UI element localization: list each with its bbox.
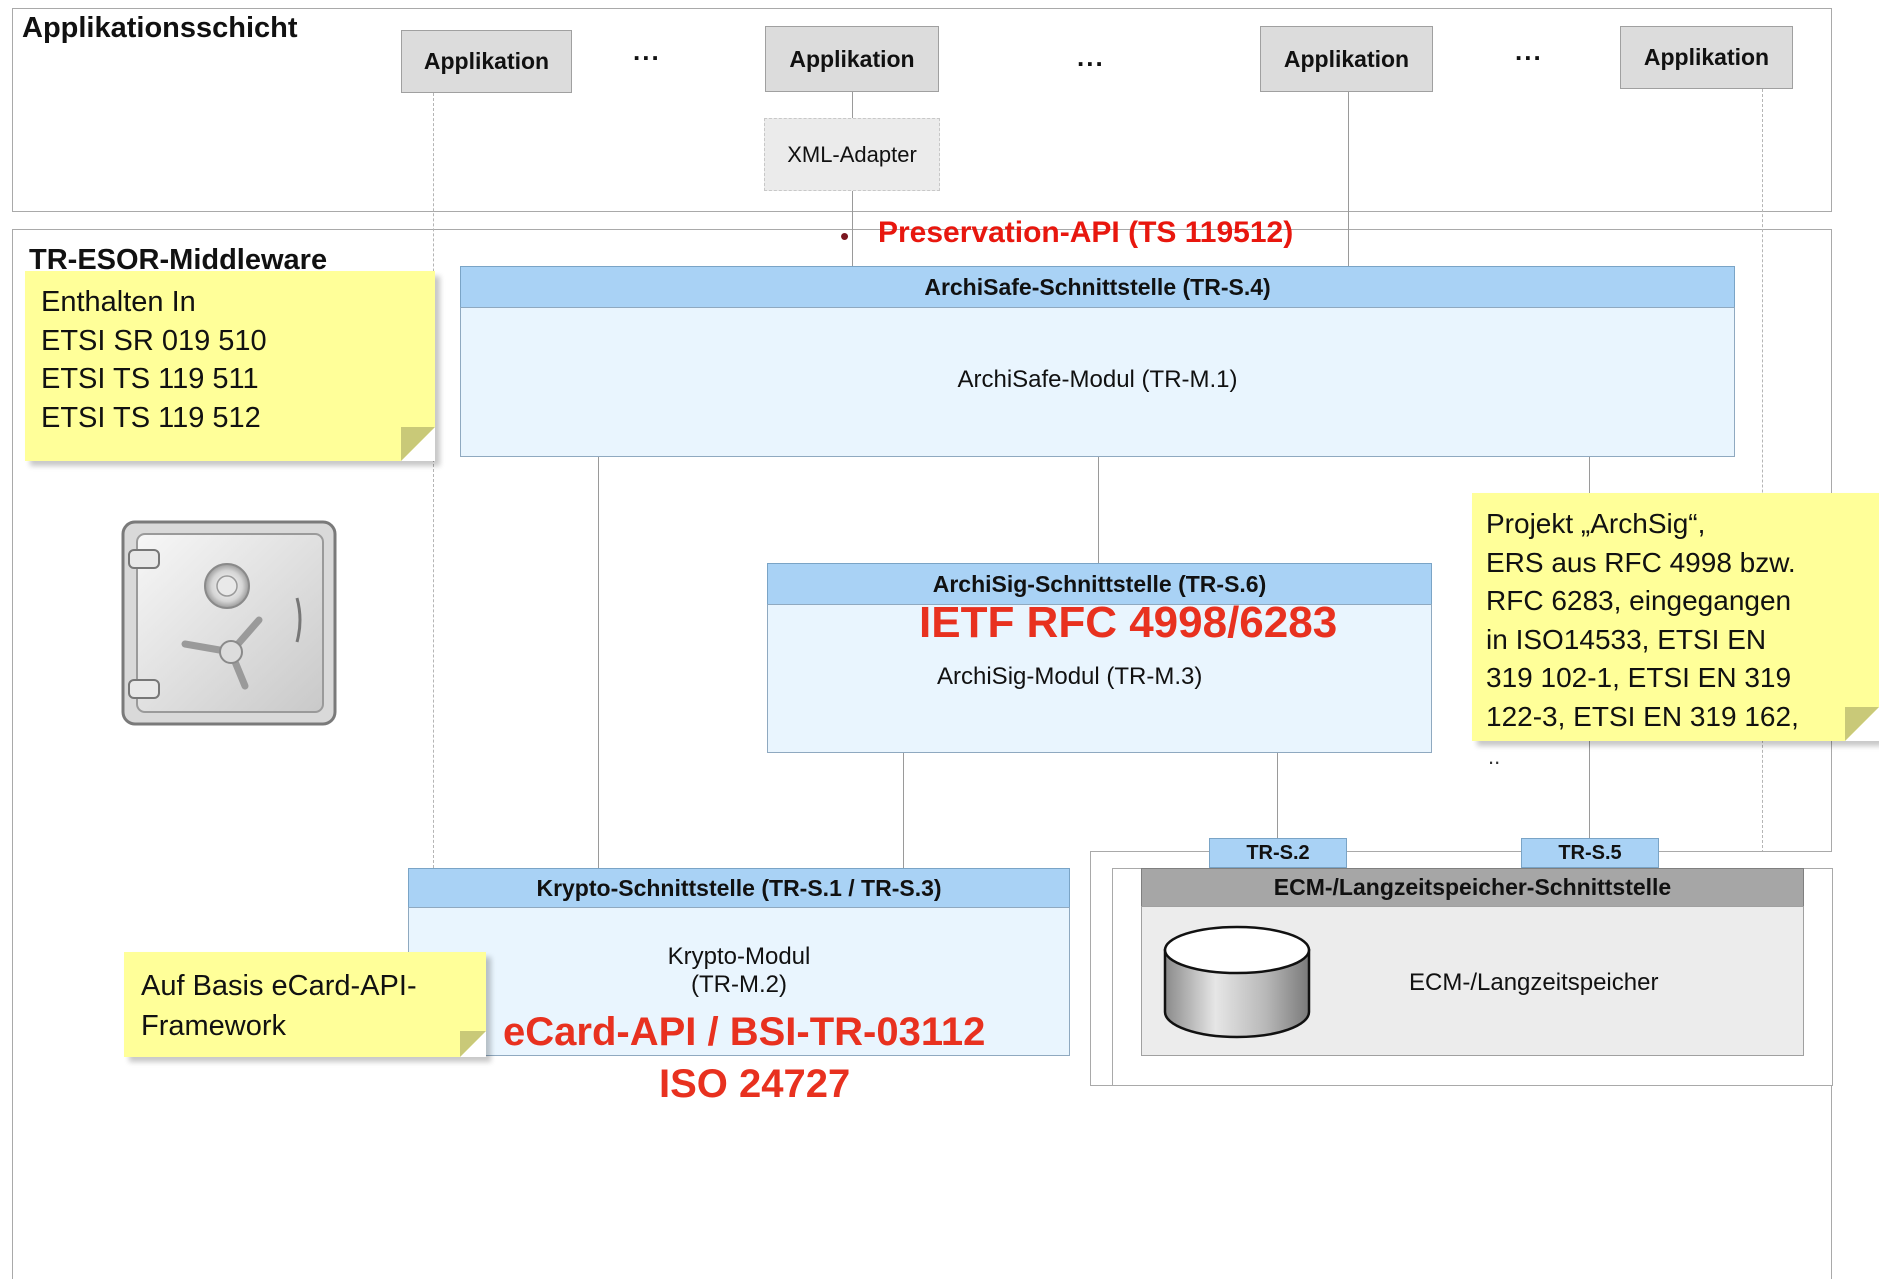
storage-module-label: ECM-/Langzeitspeicher: [1409, 969, 1659, 996]
connector-app1-dashed: [433, 93, 434, 868]
ellipsis-1: ...: [633, 36, 661, 66]
archisig-interface[interactable]: ArchiSig-Schnittstelle (TR-S.6): [767, 563, 1432, 605]
archisig-standard-label: IETF RFC 4998/6283: [919, 598, 1338, 647]
application-layer-frame: [12, 8, 1832, 212]
note-archsig-line-6: 122-3, ETSI EN 319 162,: [1486, 700, 1799, 732]
connector-trs5-top: [1589, 740, 1590, 838]
connector-trs2-top: [1277, 753, 1278, 838]
preservation-api-label: Preservation-API (TS 119512): [878, 216, 1294, 249]
note-archsig-line-5: 319 102-1, ETSI EN 319: [1486, 662, 1792, 693]
application-box-3[interactable]: Applikation: [1260, 26, 1433, 92]
middleware-title: TR-ESOR-Middleware: [29, 244, 328, 276]
application-layer-title: Applikationsschicht: [22, 12, 298, 44]
connector-archisafe-krypto: [598, 457, 599, 868]
preservation-api-bullet: •: [840, 221, 850, 251]
tab-trs5[interactable]: TR-S.5: [1521, 838, 1659, 868]
note-ecard: Auf Basis eCard-API- Framework: [124, 952, 486, 1057]
note-etsi-line-4: ETSI TS 119 512: [41, 401, 261, 434]
krypto-standard-label-1: eCard-API / BSI-TR-03112: [503, 1010, 986, 1054]
ellipsis-2: ...: [1077, 42, 1105, 72]
note-etsi-line-3: ETSI TS 119 511: [41, 363, 259, 395]
middleware-frame: [12, 229, 1832, 1279]
connector-app2-xml: [852, 92, 853, 118]
note-ecard-line-2: Framework: [141, 1010, 287, 1042]
note-etsi-line-1: Enthalten In: [41, 286, 196, 318]
ellipsis-3: ...: [1515, 36, 1543, 66]
krypto-module-label-1: Krypto-Modul: [667, 943, 811, 970]
safe-icon: [121, 520, 337, 731]
archisafe-module-label: ArchiSafe-Modul (TR-M.1): [957, 366, 1238, 393]
archisig-module-label: ArchiSig-Modul (TR-M.3): [937, 663, 1203, 690]
application-box-4[interactable]: Applikation: [1620, 26, 1793, 89]
note-archsig-line-4: in ISO14533, ETSI EN: [1486, 623, 1767, 655]
note-ecard-line-1: Auf Basis eCard-API-: [141, 970, 417, 1002]
application-box-2[interactable]: Applikation: [765, 26, 939, 92]
storage-interface[interactable]: ECM-/Langzeitspeicher-Schnittstelle: [1141, 868, 1804, 907]
note-etsi: Enthalten In ETSI SR 019 510 ETSI TS 119…: [25, 271, 435, 461]
note-archsig-line-3: RFC 6283, eingegangen: [1486, 585, 1792, 616]
krypto-interface[interactable]: Krypto-Schnittstelle (TR-S.1 / TR-S.3): [408, 868, 1070, 908]
archisig-module-box[interactable]: [767, 604, 1432, 753]
archisafe-interface[interactable]: ArchiSafe-Schnittstelle (TR-S.4): [460, 266, 1735, 308]
note-archsig-line-2: ERS aus RFC 4998 bzw.: [1486, 546, 1796, 578]
connector-app4-dashed: [1762, 89, 1763, 853]
krypto-module-box[interactable]: [408, 907, 1070, 1056]
note-archsig-line-1: Projekt „ArchSig“,: [1486, 508, 1706, 539]
connector-app3-archisafe: [1348, 92, 1349, 266]
krypto-standard-label-2: ISO 24727: [659, 1062, 851, 1106]
note-archsig-overflow: ..: [1488, 744, 1501, 769]
archisafe-module-box[interactable]: [460, 307, 1735, 457]
connector-archisig-krypto: [903, 753, 904, 868]
connector-archisafe-archisig: [1098, 457, 1099, 563]
database-cylinder-icon: [1163, 924, 1311, 1045]
tab-trs2[interactable]: TR-S.2: [1209, 838, 1347, 868]
note-etsi-line-2: ETSI SR 019 510: [41, 324, 267, 357]
connector-xml-archisafe: [852, 191, 853, 266]
note-archsig: Projekt „ArchSig“, ERS aus RFC 4998 bzw.…: [1472, 493, 1879, 741]
application-box-1[interactable]: Applikation: [401, 30, 572, 93]
krypto-module-label-2: (TR-M.2): [691, 971, 787, 998]
xml-adapter-box: XML-Adapter: [764, 118, 940, 191]
